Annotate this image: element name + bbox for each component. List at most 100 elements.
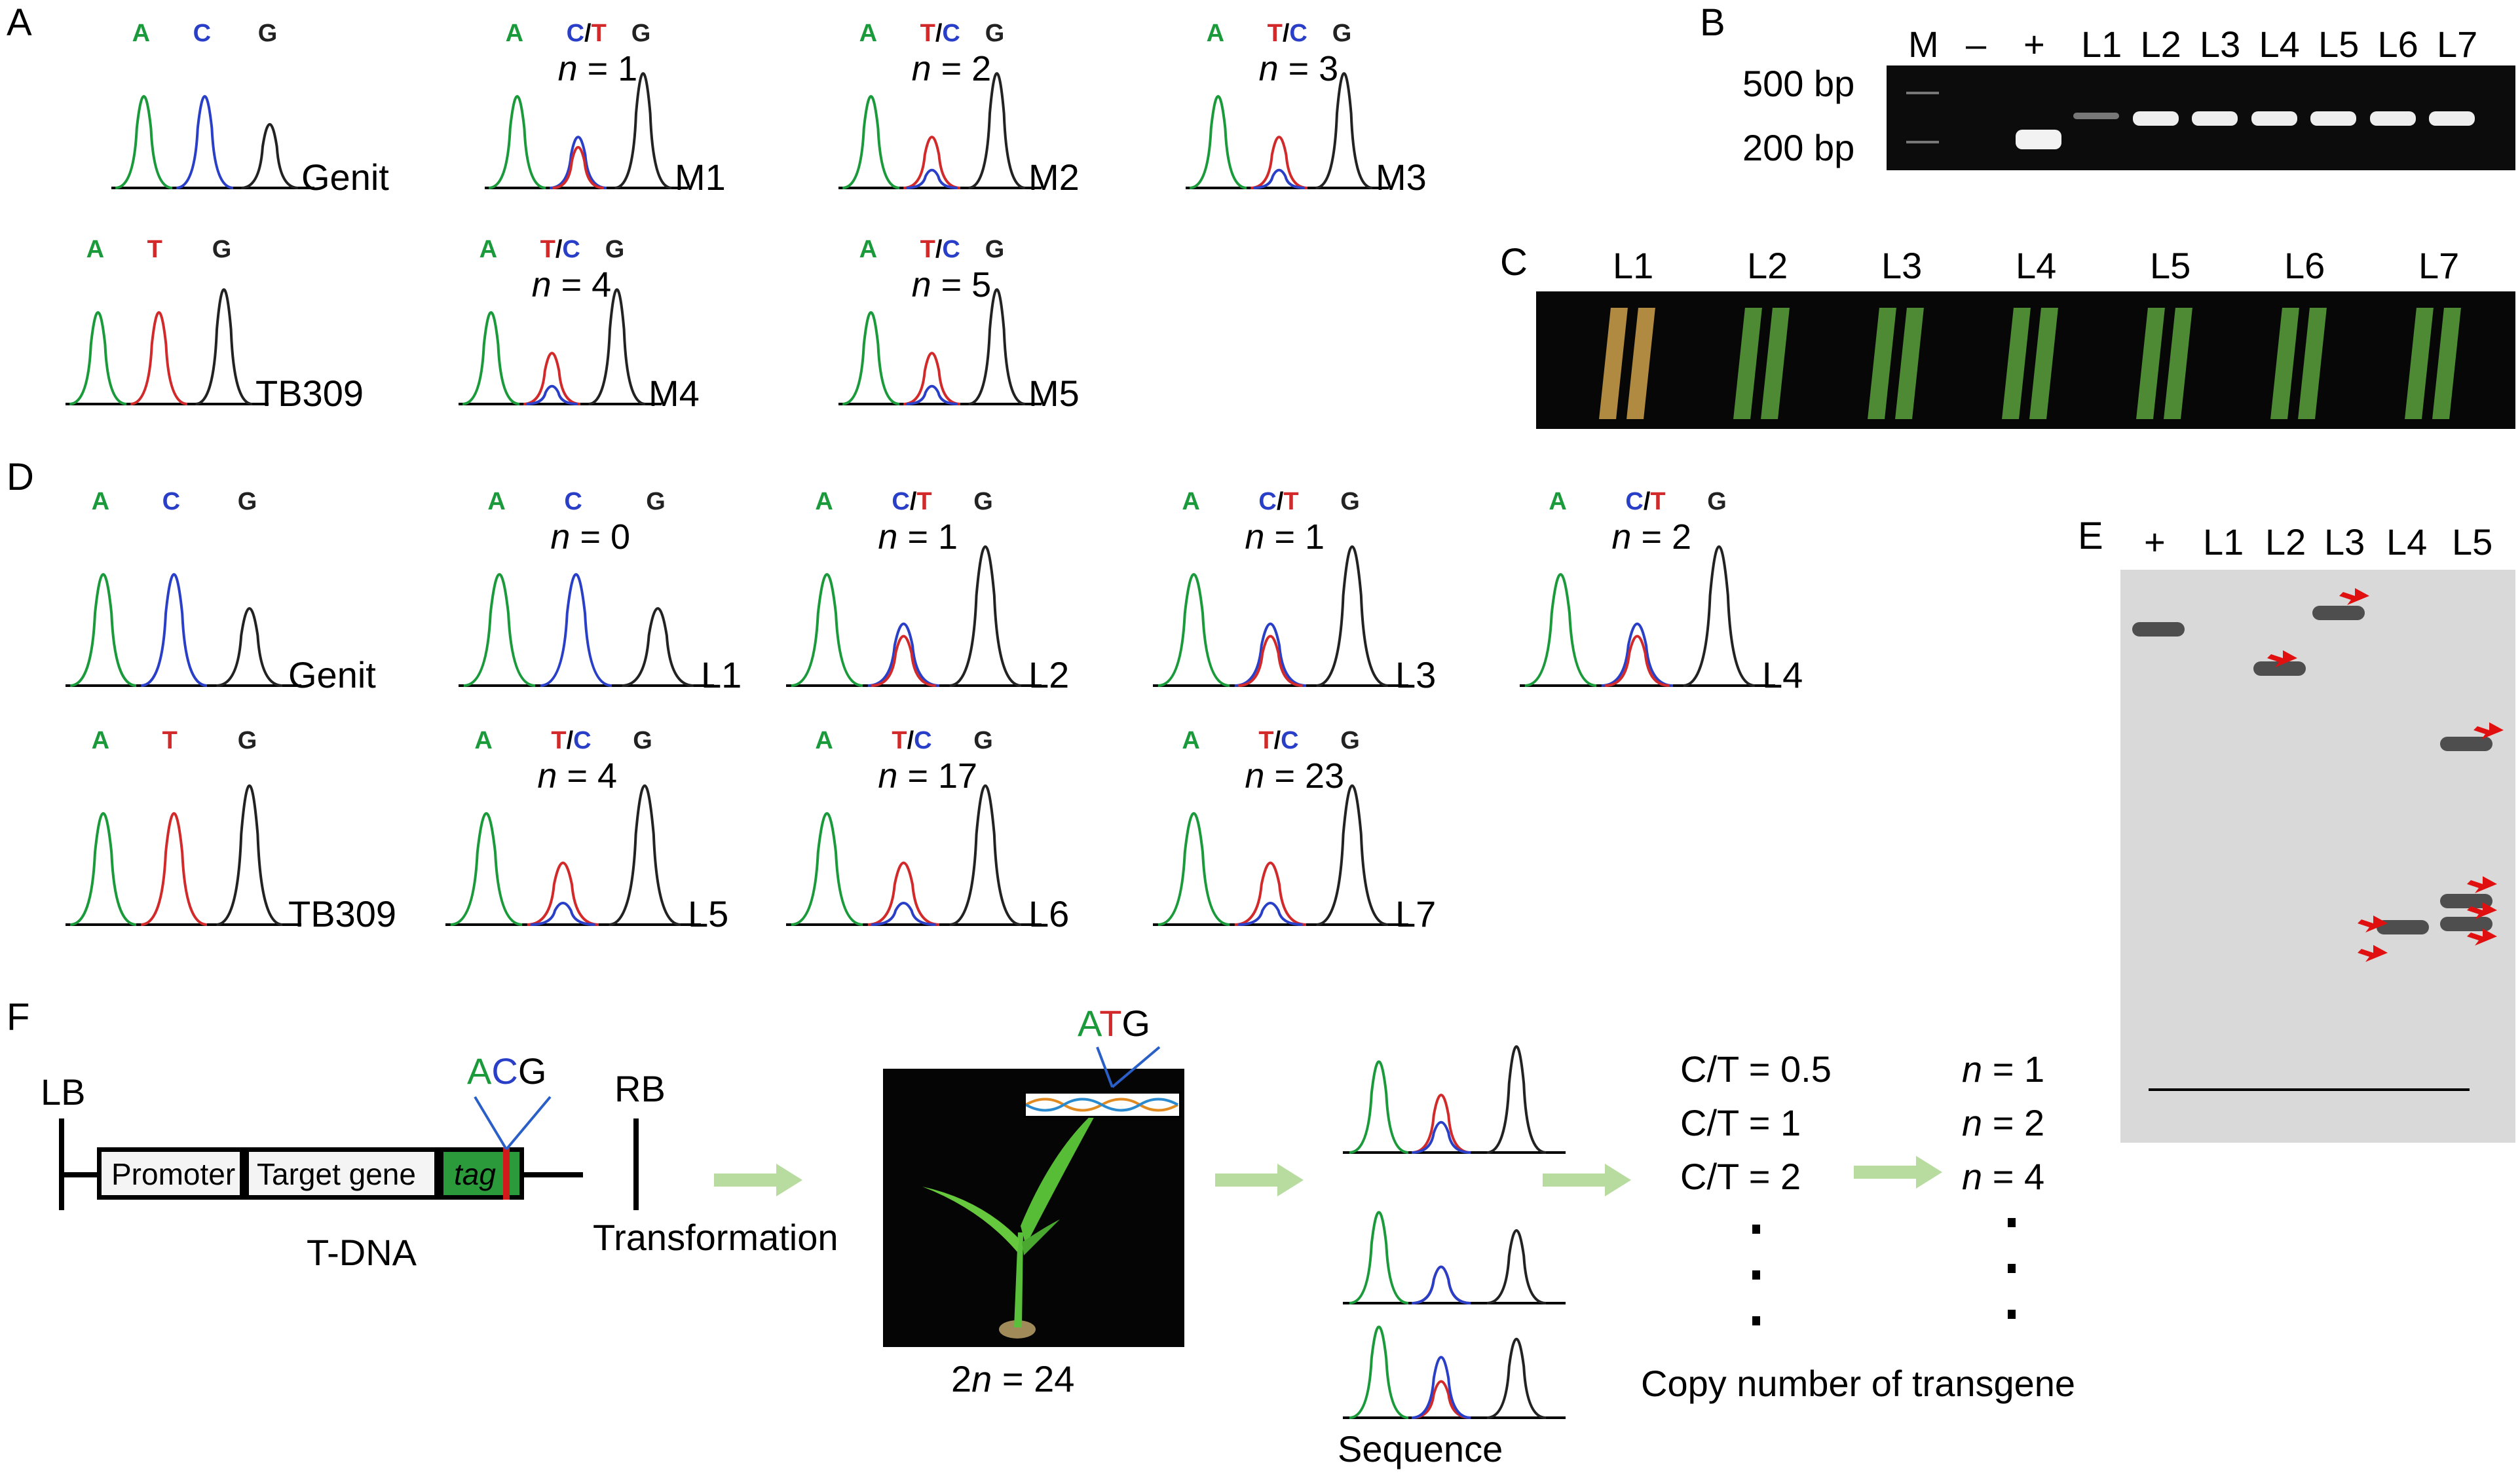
base-call-0: A [474, 727, 493, 754]
base-call-0: A [86, 236, 105, 263]
peak-a [450, 812, 523, 926]
peak-a [791, 573, 863, 687]
peak-a [1524, 573, 1597, 687]
ratio-label-0: C/T = 0.5 [1680, 1048, 1832, 1090]
copy-n-label: n = 4 [531, 265, 612, 305]
peak-g [241, 122, 299, 189]
flow-arrow-icon [1543, 1164, 1631, 1196]
codon-c: C [491, 1050, 518, 1092]
base-call-2: G [257, 20, 278, 47]
base-call-2: G [237, 727, 257, 754]
sequence-trace-0 [1343, 1045, 1566, 1154]
base-call-2: G [212, 236, 232, 263]
base-call-0: A [505, 20, 524, 47]
blot-band [2312, 606, 2365, 620]
trace-peaks [66, 288, 269, 405]
trace-label: M4 [649, 373, 700, 414]
ellipsis-dot [2008, 1310, 2016, 1319]
tag-box [439, 1147, 524, 1200]
flow-arrow-icon [714, 1164, 802, 1196]
gel-band [2016, 130, 2061, 149]
codon-t2: T [1099, 1003, 1122, 1044]
trace-label: TB309 [255, 373, 364, 414]
peak-a [462, 311, 520, 405]
peak-a [791, 812, 863, 926]
panel-label-e: E [2078, 515, 2103, 557]
base-call-1: C/T [1625, 488, 1666, 515]
southern-blot-image [2120, 570, 2515, 1143]
gel-lane-label-5: L3 [2200, 24, 2241, 65]
sequence-trace-2 [1343, 1325, 1566, 1419]
sequence-label: Sequence [1338, 1428, 1503, 1469]
peak-g [622, 607, 694, 687]
base-call-0: A [1206, 20, 1225, 47]
ladder-band [1906, 92, 1939, 94]
gel-band [2369, 111, 2416, 126]
base-call-2: G [1340, 488, 1360, 515]
trace-peaks [838, 72, 1042, 189]
trace-label: L7 [1395, 893, 1437, 934]
ratio-label-1: C/T = 1 [1680, 1102, 1801, 1143]
blot-lane-label-4: L4 [2386, 521, 2428, 563]
trace-peaks [445, 785, 701, 926]
base-call-1: C [193, 20, 212, 47]
trace-label: L4 [1762, 654, 1803, 695]
codon-acg-label: ACG [467, 1053, 546, 1090]
panel-label-d: D [7, 456, 34, 498]
trace-label: Genit [288, 654, 376, 695]
base-call-2: G [985, 236, 1005, 263]
trace-peaks [786, 545, 1042, 687]
peak-g [614, 72, 672, 189]
ploidy-pre: 2 [951, 1358, 972, 1399]
gel-band [2192, 111, 2238, 126]
base-call-2: G [1332, 20, 1352, 47]
copy-count-0: n = 1 [1962, 1048, 2045, 1090]
trace-label: TB309 [288, 893, 396, 934]
leaf-lane-label-1: L2 [1747, 245, 1788, 286]
gel-band [2429, 111, 2475, 126]
base-call-1: T/C [551, 727, 592, 754]
base-call-2: G [631, 20, 651, 47]
gel-lane-label-6: L4 [2259, 24, 2300, 65]
base-call-0: A [859, 20, 878, 47]
peak-a [69, 573, 137, 687]
trace-peaks [111, 95, 314, 189]
trace-peaks [838, 288, 1042, 405]
base-call-1: C [564, 488, 582, 515]
ellipsis-dot [1752, 1225, 1760, 1234]
gel-band [2310, 111, 2356, 126]
blot-band [2253, 661, 2306, 676]
rb-label: RB [614, 1068, 666, 1109]
blot-band [2440, 917, 2492, 931]
base-call-1: C [162, 488, 181, 515]
tag-label: tag [454, 1157, 496, 1191]
peak-g [588, 288, 646, 405]
promoter-label: Promoter [111, 1157, 236, 1191]
flow-arrow-icon [1854, 1156, 1942, 1189]
peak-a [463, 573, 536, 687]
ellipsis-dot [2008, 1218, 2016, 1227]
base-call-1: T/C [1258, 727, 1299, 754]
peak-g [195, 288, 253, 405]
target-gene-label: Target gene [257, 1157, 416, 1191]
base-call-1: T/C [920, 236, 960, 263]
marker-label-500bp: 500 bp [1742, 63, 1855, 104]
base-call-0: A [91, 727, 110, 754]
peak-g [968, 72, 1026, 189]
base-call-1: T/C [892, 727, 932, 754]
ploidy-label: 2n = 24 [951, 1361, 1074, 1397]
copy-n-label: n = 3 [1258, 49, 1339, 88]
base-call-1: C/T [1258, 488, 1299, 515]
trace-label: L3 [1395, 654, 1437, 695]
trace-label: Genit [301, 157, 389, 198]
trace-peaks [66, 785, 301, 926]
copy-n-label: n = 23 [1245, 756, 1345, 796]
base-call-0: A [859, 236, 878, 263]
trace-peaks [1153, 785, 1408, 926]
peak-g [609, 785, 681, 926]
tdna-label: T-DNA [307, 1232, 417, 1273]
copy-n-label: n = 5 [911, 265, 992, 305]
trace-label: M2 [1028, 157, 1080, 198]
base-call-0: A [1182, 727, 1200, 754]
blot-lane-label-1: L1 [2203, 521, 2244, 563]
